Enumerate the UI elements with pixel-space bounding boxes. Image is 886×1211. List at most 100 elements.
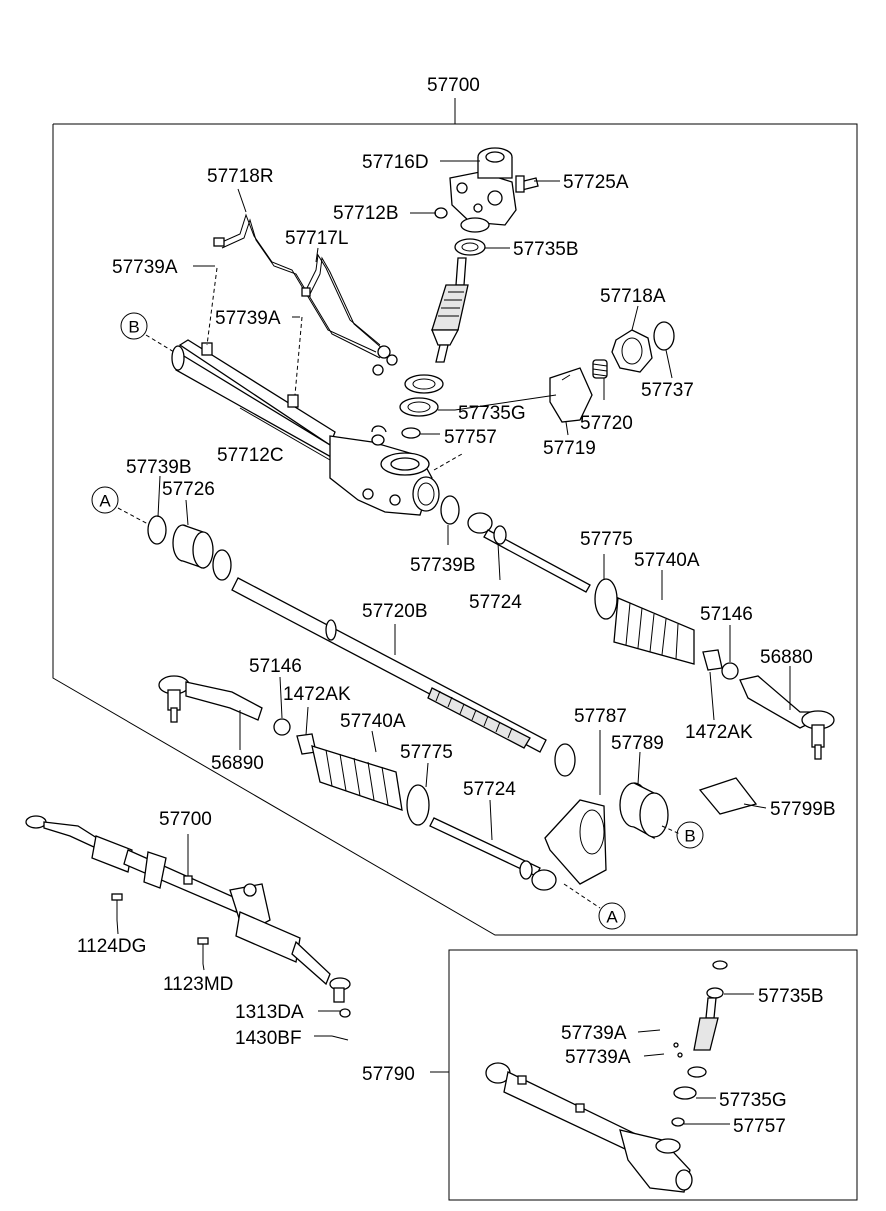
label-57737: 57737 bbox=[641, 380, 694, 401]
label-57740a-a: 57740A bbox=[634, 550, 700, 571]
callout-a-lower bbox=[598, 902, 626, 930]
callout-b-upper-text: B bbox=[128, 318, 139, 337]
nut-57146-right bbox=[721, 662, 739, 680]
callout-b-lower-text: B bbox=[684, 827, 695, 846]
inset-frame bbox=[448, 949, 858, 1201]
label-57739a-c: 57739A bbox=[561, 1023, 627, 1044]
seal-57735b bbox=[454, 238, 486, 256]
ring-57739b-right bbox=[440, 495, 460, 525]
ring-left-2 bbox=[212, 549, 232, 581]
ring-57739b-left bbox=[147, 515, 167, 545]
label-57717l: 57717L bbox=[285, 228, 348, 249]
seal-57735g bbox=[399, 397, 439, 417]
label-57719: 57719 bbox=[543, 438, 596, 459]
label-57735b-b: 57735B bbox=[758, 986, 824, 1007]
label-57725a: 57725A bbox=[563, 172, 629, 193]
inset-housing bbox=[485, 1062, 693, 1193]
label-57726: 57726 bbox=[162, 479, 215, 500]
leader-lines bbox=[116, 160, 791, 1125]
label-56880: 56880 bbox=[760, 647, 813, 668]
feed-pipes bbox=[213, 213, 398, 376]
label-57716d: 57716D bbox=[362, 152, 429, 173]
label-1430bf: 1430BF bbox=[235, 1028, 302, 1049]
callout-a-lower-text: A bbox=[606, 908, 618, 927]
label-57735g-a: 57735G bbox=[458, 403, 526, 424]
label-57787: 57787 bbox=[574, 706, 627, 727]
seal-57757 bbox=[401, 427, 421, 439]
tie-rod-end-56880 bbox=[739, 675, 835, 760]
part-labels: 57700 57716D 57725A 57718R 57712B 57717L… bbox=[77, 75, 836, 1137]
spring-57720 bbox=[592, 359, 608, 379]
label-57720: 57720 bbox=[580, 413, 633, 434]
boot-57740a-right bbox=[613, 597, 695, 665]
label-57735g-b: 57735G bbox=[719, 1090, 787, 1111]
label-57712c: 57712C bbox=[217, 445, 284, 466]
callout-a-upper bbox=[91, 486, 119, 514]
label-57775-a: 57775 bbox=[580, 529, 633, 550]
clamp-57775-right bbox=[594, 578, 618, 620]
yoke-57719 bbox=[549, 367, 593, 423]
bushing-57726 bbox=[172, 524, 214, 569]
nut-57712b bbox=[434, 207, 448, 219]
inset-seal-57735g bbox=[673, 1086, 697, 1100]
label-57724-a: 57724 bbox=[469, 592, 522, 613]
seal-ring-upper bbox=[460, 217, 490, 233]
label-57789: 57789 bbox=[611, 733, 664, 754]
bolt-1124dg bbox=[111, 893, 123, 920]
pin-1430bf bbox=[331, 1035, 349, 1041]
rack-bar bbox=[231, 577, 547, 753]
label-57739a-d: 57739A bbox=[565, 1047, 631, 1068]
label-1124dg: 1124DG bbox=[77, 936, 146, 957]
label-57739a-a: 57739A bbox=[112, 257, 178, 278]
label-57146-a: 57146 bbox=[700, 604, 753, 625]
yoke-plug-57718a bbox=[611, 329, 653, 373]
boot-57740a-left bbox=[311, 745, 403, 811]
valve-housing bbox=[449, 147, 517, 226]
label-1123md: 1123MD bbox=[163, 974, 233, 995]
label-57720b: 57720B bbox=[362, 601, 428, 622]
nut-1313da bbox=[339, 1008, 351, 1018]
label-57735b-a: 57735B bbox=[513, 239, 579, 260]
label-57700-top: 57700 bbox=[427, 75, 480, 96]
inset-pinion bbox=[693, 997, 719, 1051]
label-57146-b: 57146 bbox=[249, 656, 302, 677]
label-57799b bbox=[698, 777, 758, 815]
complete-assembly-view bbox=[25, 815, 351, 1003]
label-57757-b: 57757 bbox=[733, 1116, 786, 1137]
label-1472ak-b: 1472AK bbox=[685, 722, 753, 743]
callout-b-upper bbox=[120, 312, 148, 340]
label-57799b: 57799B bbox=[770, 799, 836, 820]
label-57739b-a: 57739B bbox=[126, 457, 192, 478]
label-1313da: 1313DA bbox=[235, 1002, 304, 1023]
callout-a-upper-text: A bbox=[99, 492, 111, 511]
rack-seal bbox=[554, 743, 576, 777]
callout-b-lower bbox=[676, 821, 704, 849]
bolt-57725a bbox=[515, 175, 539, 193]
main-assembly-frame bbox=[52, 98, 858, 936]
seal-ring-mid bbox=[404, 374, 444, 394]
label-56890: 56890 bbox=[211, 753, 264, 774]
tie-rod-right bbox=[467, 512, 591, 593]
label-57718r: 57718R bbox=[207, 166, 274, 187]
inset-seal-57757 bbox=[671, 1117, 685, 1127]
label-57739a-b: 57739A bbox=[215, 308, 281, 329]
label-57724-b: 57724 bbox=[463, 779, 516, 800]
cap-57737 bbox=[653, 321, 675, 351]
label-57712b: 57712B bbox=[333, 203, 399, 224]
tie-rod-left bbox=[429, 817, 557, 891]
clip-1472ak-right bbox=[702, 649, 723, 671]
inset-seal-top bbox=[712, 960, 728, 970]
label-57775-b: 57775 bbox=[400, 742, 453, 763]
clamp-57775-left bbox=[406, 784, 430, 826]
label-57790: 57790 bbox=[362, 1064, 415, 1085]
label-57739b-b: 57739B bbox=[410, 555, 476, 576]
label-1472ak-a: 1472AK bbox=[283, 684, 351, 705]
rack-housing bbox=[171, 339, 440, 516]
inset-seal-mid bbox=[687, 1066, 707, 1078]
bolt-1123md bbox=[197, 937, 209, 964]
bush-57789 bbox=[619, 782, 669, 840]
label-57740a-b: 57740A bbox=[340, 711, 406, 732]
label-57700-mid: 57700 bbox=[159, 809, 212, 830]
tie-rod-end-56890 bbox=[158, 675, 263, 723]
